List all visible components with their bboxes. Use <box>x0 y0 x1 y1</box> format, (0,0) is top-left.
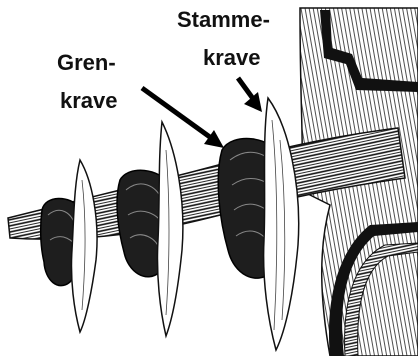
collar-flange-3 <box>264 98 299 350</box>
label-grenkrave-line1: Gren- <box>57 50 116 76</box>
collar-flange-2 <box>157 122 182 336</box>
label-stammekrave-line1: Stamme- <box>177 7 270 33</box>
label-grenkrave-line2: krave <box>60 88 118 114</box>
collar-flange-1 <box>71 160 97 332</box>
arrow-grenkrave <box>142 88 224 148</box>
arrow-stammekrave <box>238 78 262 112</box>
label-stammekrave-line2: krave <box>203 45 261 71</box>
